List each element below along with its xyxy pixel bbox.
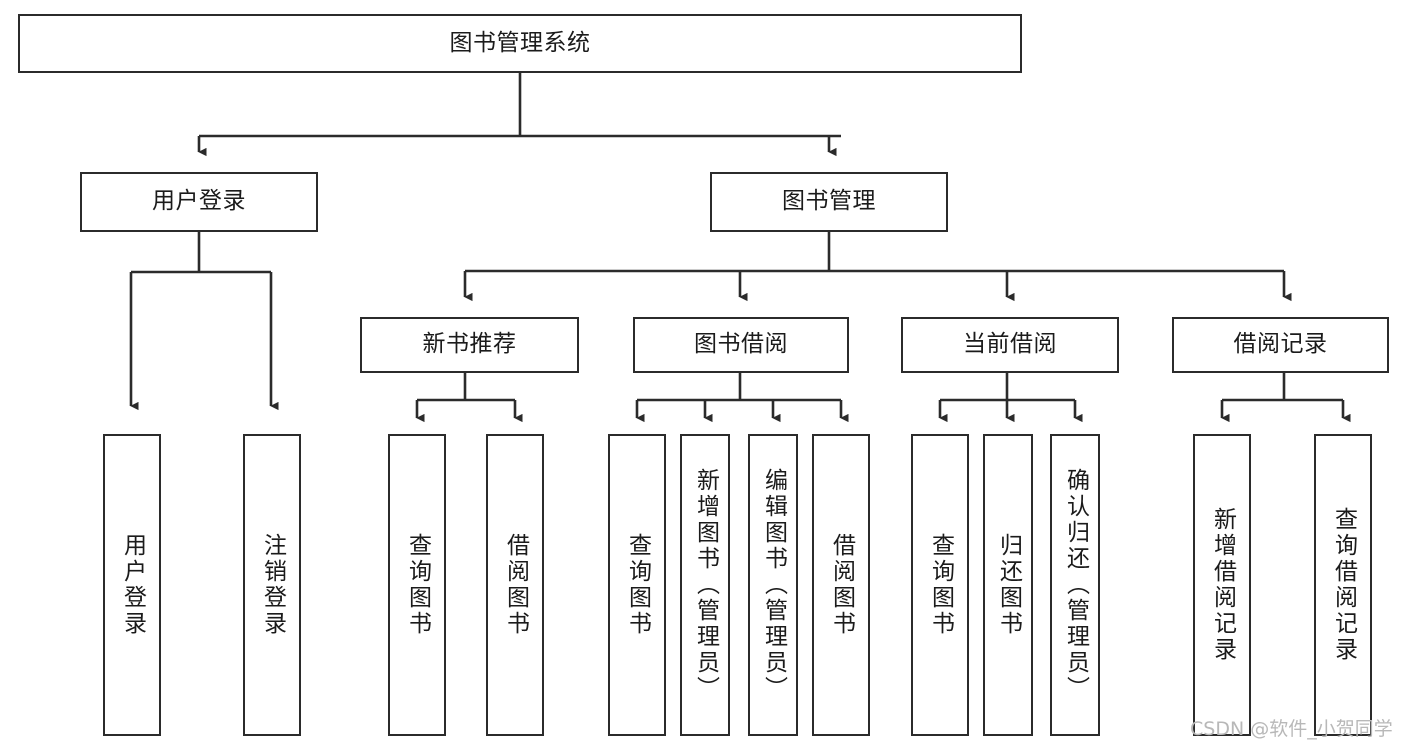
node-leaf-edit-book-admin-label: 编辑图书（管理员）	[760, 468, 787, 702]
node-leaf-query-book-borrow[interactable]: 查询图书	[608, 434, 666, 736]
node-new-book-recommend[interactable]: 新书推荐	[360, 317, 579, 373]
node-new-book-recommend-label: 新书推荐	[422, 331, 517, 358]
node-leaf-confirm-return-admin-label: 确认归还（管理员）	[1062, 468, 1089, 702]
node-root-label: 图书管理系统	[449, 29, 591, 56]
node-borrow-record-label: 借阅记录	[1233, 331, 1328, 358]
node-leaf-logout-label: 注销登录	[259, 533, 286, 637]
node-root[interactable]: 图书管理系统	[18, 14, 1022, 73]
node-leaf-borrow-book-recommend-label: 借阅图书	[502, 533, 529, 637]
node-leaf-add-borrow-record-label: 新增借阅记录	[1209, 507, 1236, 663]
node-book-borrow[interactable]: 图书借阅	[633, 317, 849, 373]
node-leaf-query-book-recommend[interactable]: 查询图书	[388, 434, 446, 736]
node-leaf-add-borrow-record[interactable]: 新增借阅记录	[1193, 434, 1251, 736]
node-leaf-query-borrow-record[interactable]: 查询借阅记录	[1314, 434, 1372, 736]
node-borrow-record[interactable]: 借阅记录	[1172, 317, 1389, 373]
node-leaf-add-book-admin[interactable]: 新增图书（管理员）	[680, 434, 730, 736]
node-leaf-query-book-current[interactable]: 查询图书	[911, 434, 969, 736]
node-leaf-query-book-recommend-label: 查询图书	[404, 533, 431, 637]
node-leaf-query-borrow-record-label: 查询借阅记录	[1330, 507, 1357, 663]
node-leaf-return-book[interactable]: 归还图书	[983, 434, 1033, 736]
node-leaf-query-book-current-label: 查询图书	[927, 533, 954, 637]
node-leaf-query-book-borrow-label: 查询图书	[624, 533, 651, 637]
node-leaf-logout[interactable]: 注销登录	[243, 434, 301, 736]
node-leaf-user-login-label: 用户登录	[119, 533, 146, 637]
node-current-borrow-label: 当前借阅	[963, 331, 1057, 358]
node-book-borrow-label: 图书借阅	[694, 331, 788, 358]
node-leaf-borrow-book[interactable]: 借阅图书	[812, 434, 870, 736]
node-book-management-label: 图书管理	[782, 188, 876, 215]
node-leaf-confirm-return-admin[interactable]: 确认归还（管理员）	[1050, 434, 1100, 736]
node-book-management[interactable]: 图书管理	[710, 172, 948, 232]
node-leaf-return-book-label: 归还图书	[995, 533, 1022, 637]
node-leaf-borrow-book-recommend[interactable]: 借阅图书	[486, 434, 544, 736]
node-leaf-user-login[interactable]: 用户登录	[103, 434, 161, 736]
node-leaf-add-book-admin-label: 新增图书（管理员）	[692, 468, 719, 702]
node-current-borrow[interactable]: 当前借阅	[901, 317, 1119, 373]
node-leaf-edit-book-admin[interactable]: 编辑图书（管理员）	[748, 434, 798, 736]
node-user-login-label: 用户登录	[152, 188, 246, 215]
node-user-login[interactable]: 用户登录	[80, 172, 318, 232]
node-leaf-borrow-book-label: 借阅图书	[828, 533, 855, 637]
